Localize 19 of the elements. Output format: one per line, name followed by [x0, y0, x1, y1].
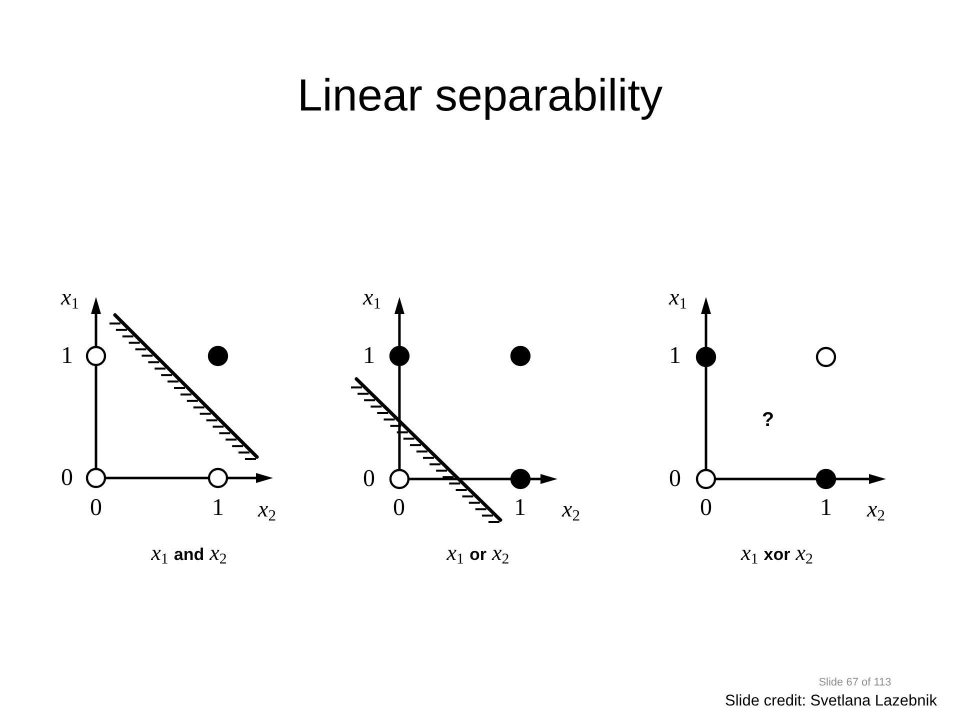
plot-caption: x$_{1}$ or x$_{2}$ [446, 542, 510, 564]
tick-label: 1 [61, 344, 73, 368]
axis-label: x$_{2}$ [258, 498, 276, 520]
tick-label: 1 [212, 496, 224, 520]
slide-title: Linear separability [297, 72, 663, 118]
axis-label: x$_{1}$ [668, 286, 688, 308]
tick-label: 1 [669, 344, 681, 368]
slide-credit: Slide credit: Svetlana Lazebnik [725, 693, 937, 709]
tick-label: 0 [61, 466, 73, 490]
axis-label: x$_{1}$ [60, 286, 80, 308]
tick-label: 0 [700, 496, 712, 520]
tick-label: 1 [820, 496, 832, 520]
axis-label: x$_{2}$ [562, 498, 580, 520]
tick-label: 0 [669, 467, 681, 491]
axis-label: x$_{2}$ [866, 498, 886, 520]
tick-label: 0 [90, 496, 102, 520]
plot-caption: x$_{1}$ and x$_{2}$ [151, 542, 227, 564]
plot-caption: x$_{1}$ xor x$_{2}$ [741, 542, 813, 564]
slide-number: Slide 67 of 113 [818, 678, 892, 688]
